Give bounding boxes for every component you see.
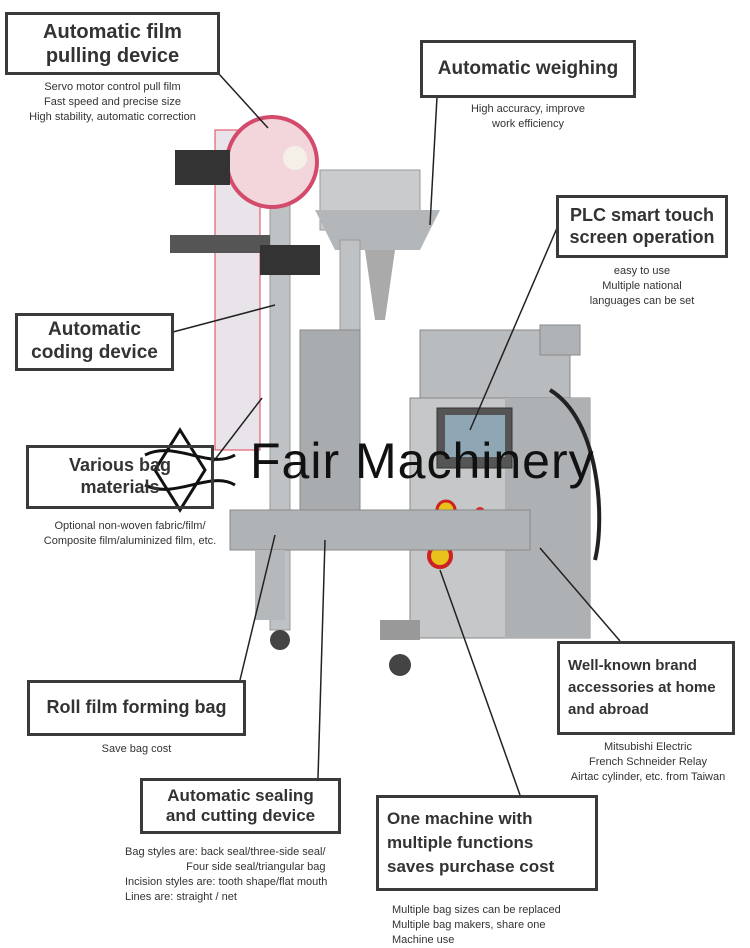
leader-line-weighing [429, 96, 438, 226]
notes-plc: easy to use Multiple national languages … [589, 265, 695, 307]
notes-sealing: Bag styles are: back seal/three-side sea… [125, 846, 328, 903]
callout-roll-film: Roll film forming bag [27, 680, 246, 736]
callout-multifunction: One machine with multiple functions save… [376, 795, 598, 891]
callout-weighing: Automatic weighing [420, 40, 636, 98]
leader-line-film-pulling [218, 73, 269, 129]
callout-sealing: Automatic sealing and cutting device [140, 778, 341, 834]
leader-line-roll-film [239, 534, 276, 681]
leader-line-brand [539, 547, 621, 642]
leader-line-plc [469, 227, 558, 431]
notes-bag-materials: Optional non-woven fabric/film/ Composit… [43, 520, 217, 547]
packaging-machine [170, 115, 602, 676]
watermark-logo-icon [144, 427, 236, 513]
notes-brand-accessories: Mitsubishi Electric French Schneider Rel… [570, 741, 726, 783]
callout-brand-accessories: Well-known brand accessories at home and… [557, 641, 735, 735]
callout-coding: Automatic coding device [15, 313, 174, 371]
notes-multifunction: Multiple bag sizes can be replaced Multi… [392, 904, 561, 946]
leader-line-coding [172, 304, 276, 333]
callout-film-pulling: Automatic film pulling device [5, 12, 220, 75]
leader-line-bag-materials [212, 397, 263, 463]
notes-roll-film: Save bag cost [101, 743, 172, 755]
leader-line-multifunction [439, 569, 521, 796]
callout-plc: PLC smart touch screen operation [556, 195, 728, 258]
notes-weighing: High accuracy, improve work efficiency [470, 103, 586, 130]
callout-bag-materials: Various bag materials [26, 445, 214, 509]
notes-film-pulling: Servo motor control pull film Fast speed… [29, 81, 196, 123]
watermark: Fair Machinery [250, 433, 595, 489]
leader-lines [172, 73, 621, 796]
leader-line-sealing [317, 539, 326, 779]
